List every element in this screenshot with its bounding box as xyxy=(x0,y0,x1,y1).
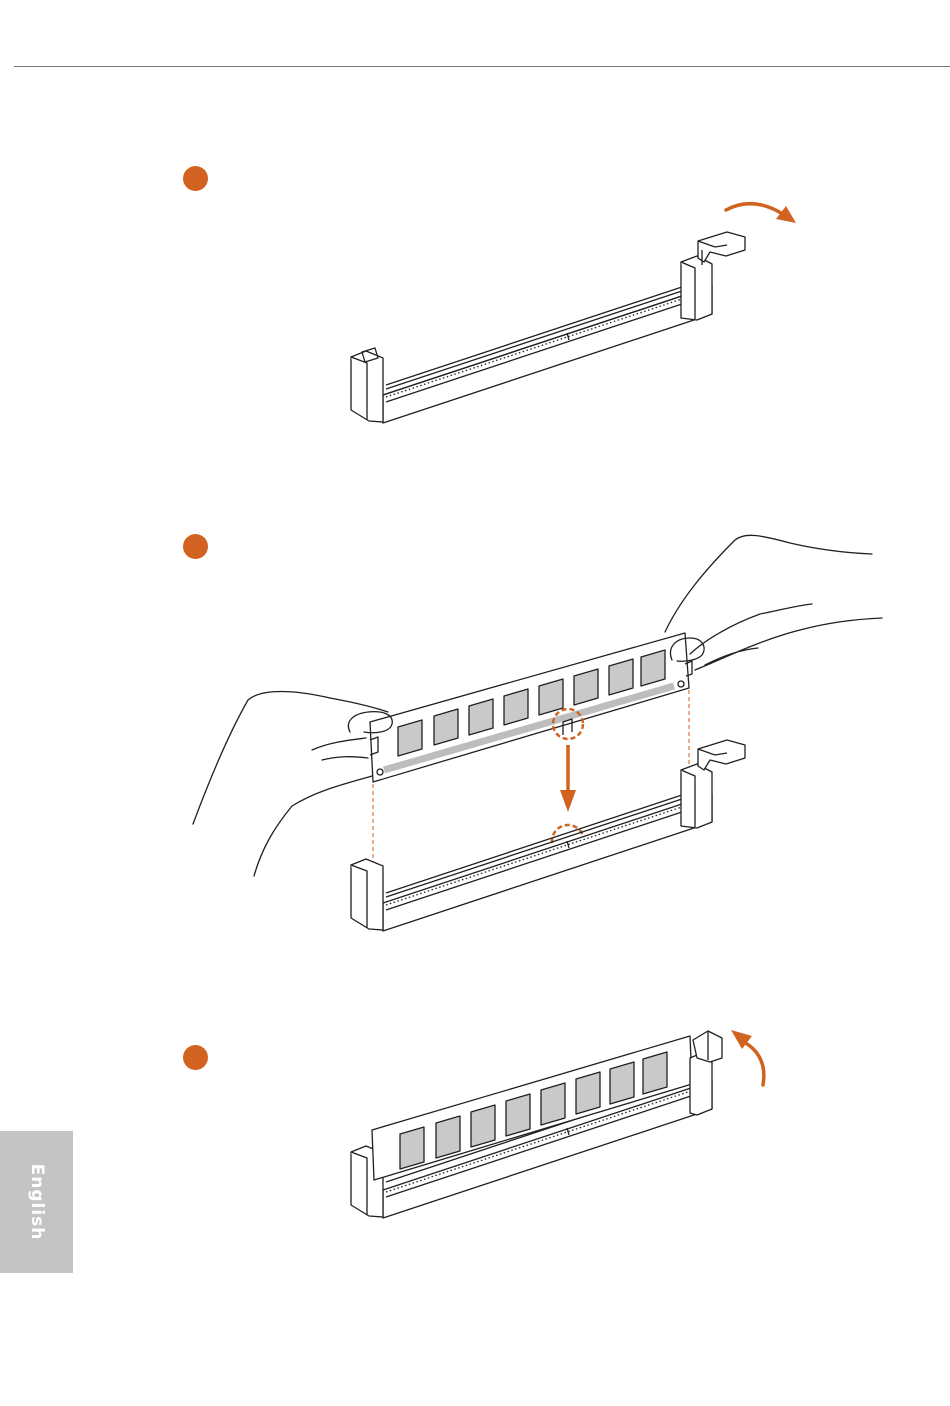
right-end-block-closed xyxy=(690,1031,722,1115)
language-tab: English xyxy=(0,1131,73,1273)
language-tab-label: English xyxy=(27,1164,47,1241)
step-3-illustration xyxy=(0,0,950,1240)
close-arrow xyxy=(744,1042,764,1085)
